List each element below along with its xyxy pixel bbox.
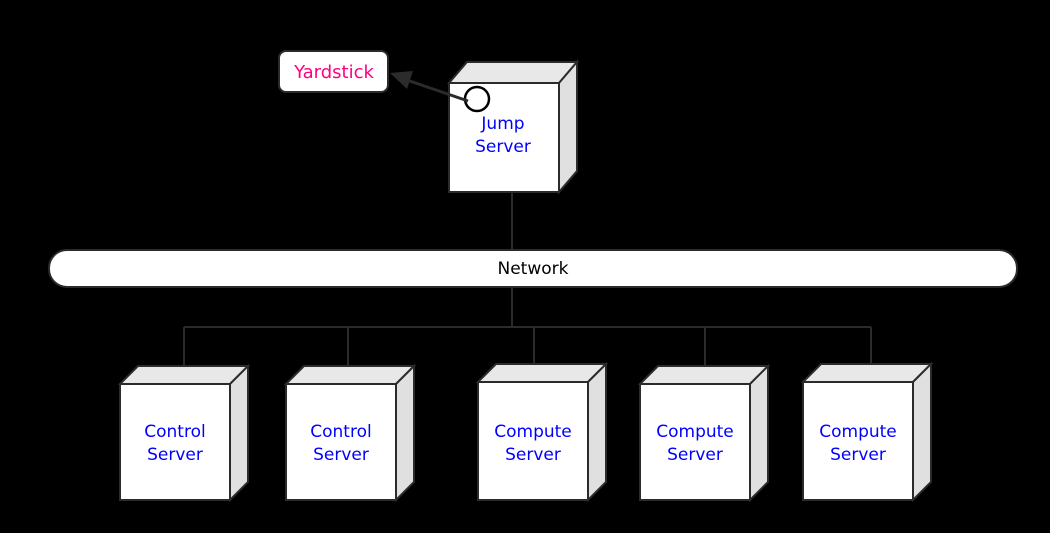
jump-server-box-top — [446, 61, 580, 84]
control-server-2-box-front — [285, 383, 397, 501]
yardstick-callout-box — [278, 50, 389, 93]
compute-server-2-label-line1: Compute — [656, 422, 734, 442]
node-compute-server-1[interactable]: Compute Server — [475, 361, 609, 503]
yardstick-arrow-head-icon — [390, 71, 413, 89]
control-server-1-box-top — [117, 365, 251, 385]
compute-server-2-box-side — [749, 363, 769, 503]
control-server-2-label-line1: Control — [310, 422, 371, 442]
node-control-server-2[interactable]: Control Server — [283, 363, 417, 503]
yardstick-arrow-shaft — [403, 77, 469, 103]
compute-server-3-label-line2: Server — [830, 445, 886, 465]
control-server-1-label-line1: Control — [144, 422, 205, 442]
control-server-2-box-top — [283, 365, 417, 385]
compute-server-1-label-line1: Compute — [494, 422, 572, 442]
yardstick-annotation-arrow — [390, 71, 469, 103]
yardstick-label: Yardstick — [293, 62, 374, 83]
network-bar-shape — [48, 249, 1018, 288]
compute-server-2-box-top — [637, 365, 771, 385]
control-server-2-label-line2: Server — [313, 445, 369, 465]
control-server-1-box-side — [229, 363, 249, 503]
node-jump-server[interactable]: Jump Server — [446, 59, 580, 195]
compute-server-1-box-front — [477, 381, 589, 501]
control-server-2-box-side — [395, 363, 415, 503]
node-network[interactable]: Network — [48, 249, 1018, 288]
compute-server-1-label-line2: Server — [505, 445, 561, 465]
compute-server-3-box-side — [912, 361, 932, 503]
jump-server-label-line2: Server — [475, 137, 531, 157]
jump-server-label-line1: Jump — [480, 114, 524, 134]
node-control-server-1[interactable]: Control Server — [117, 363, 251, 503]
control-server-1-box-front — [119, 383, 231, 501]
network-label: Network — [498, 259, 569, 279]
compute-server-1-box-top — [475, 363, 609, 383]
node-compute-server-3[interactable]: Compute Server — [800, 361, 934, 503]
yardstick-callout[interactable]: Yardstick — [278, 50, 389, 93]
compute-server-3-label-line1: Compute — [819, 422, 897, 442]
compute-server-1-box-side — [587, 361, 607, 503]
compute-server-2-label-line2: Server — [667, 445, 723, 465]
compute-server-2-box-front — [639, 383, 751, 501]
jump-server-box-side — [558, 59, 578, 195]
yardstick-agent-circle-icon[interactable] — [463, 85, 491, 113]
control-server-1-label-line2: Server — [147, 445, 203, 465]
node-compute-server-2[interactable]: Compute Server — [637, 363, 771, 503]
compute-server-3-box-front — [802, 381, 914, 501]
jump-server-box-front — [448, 82, 560, 193]
compute-server-3-box-top — [800, 363, 934, 383]
